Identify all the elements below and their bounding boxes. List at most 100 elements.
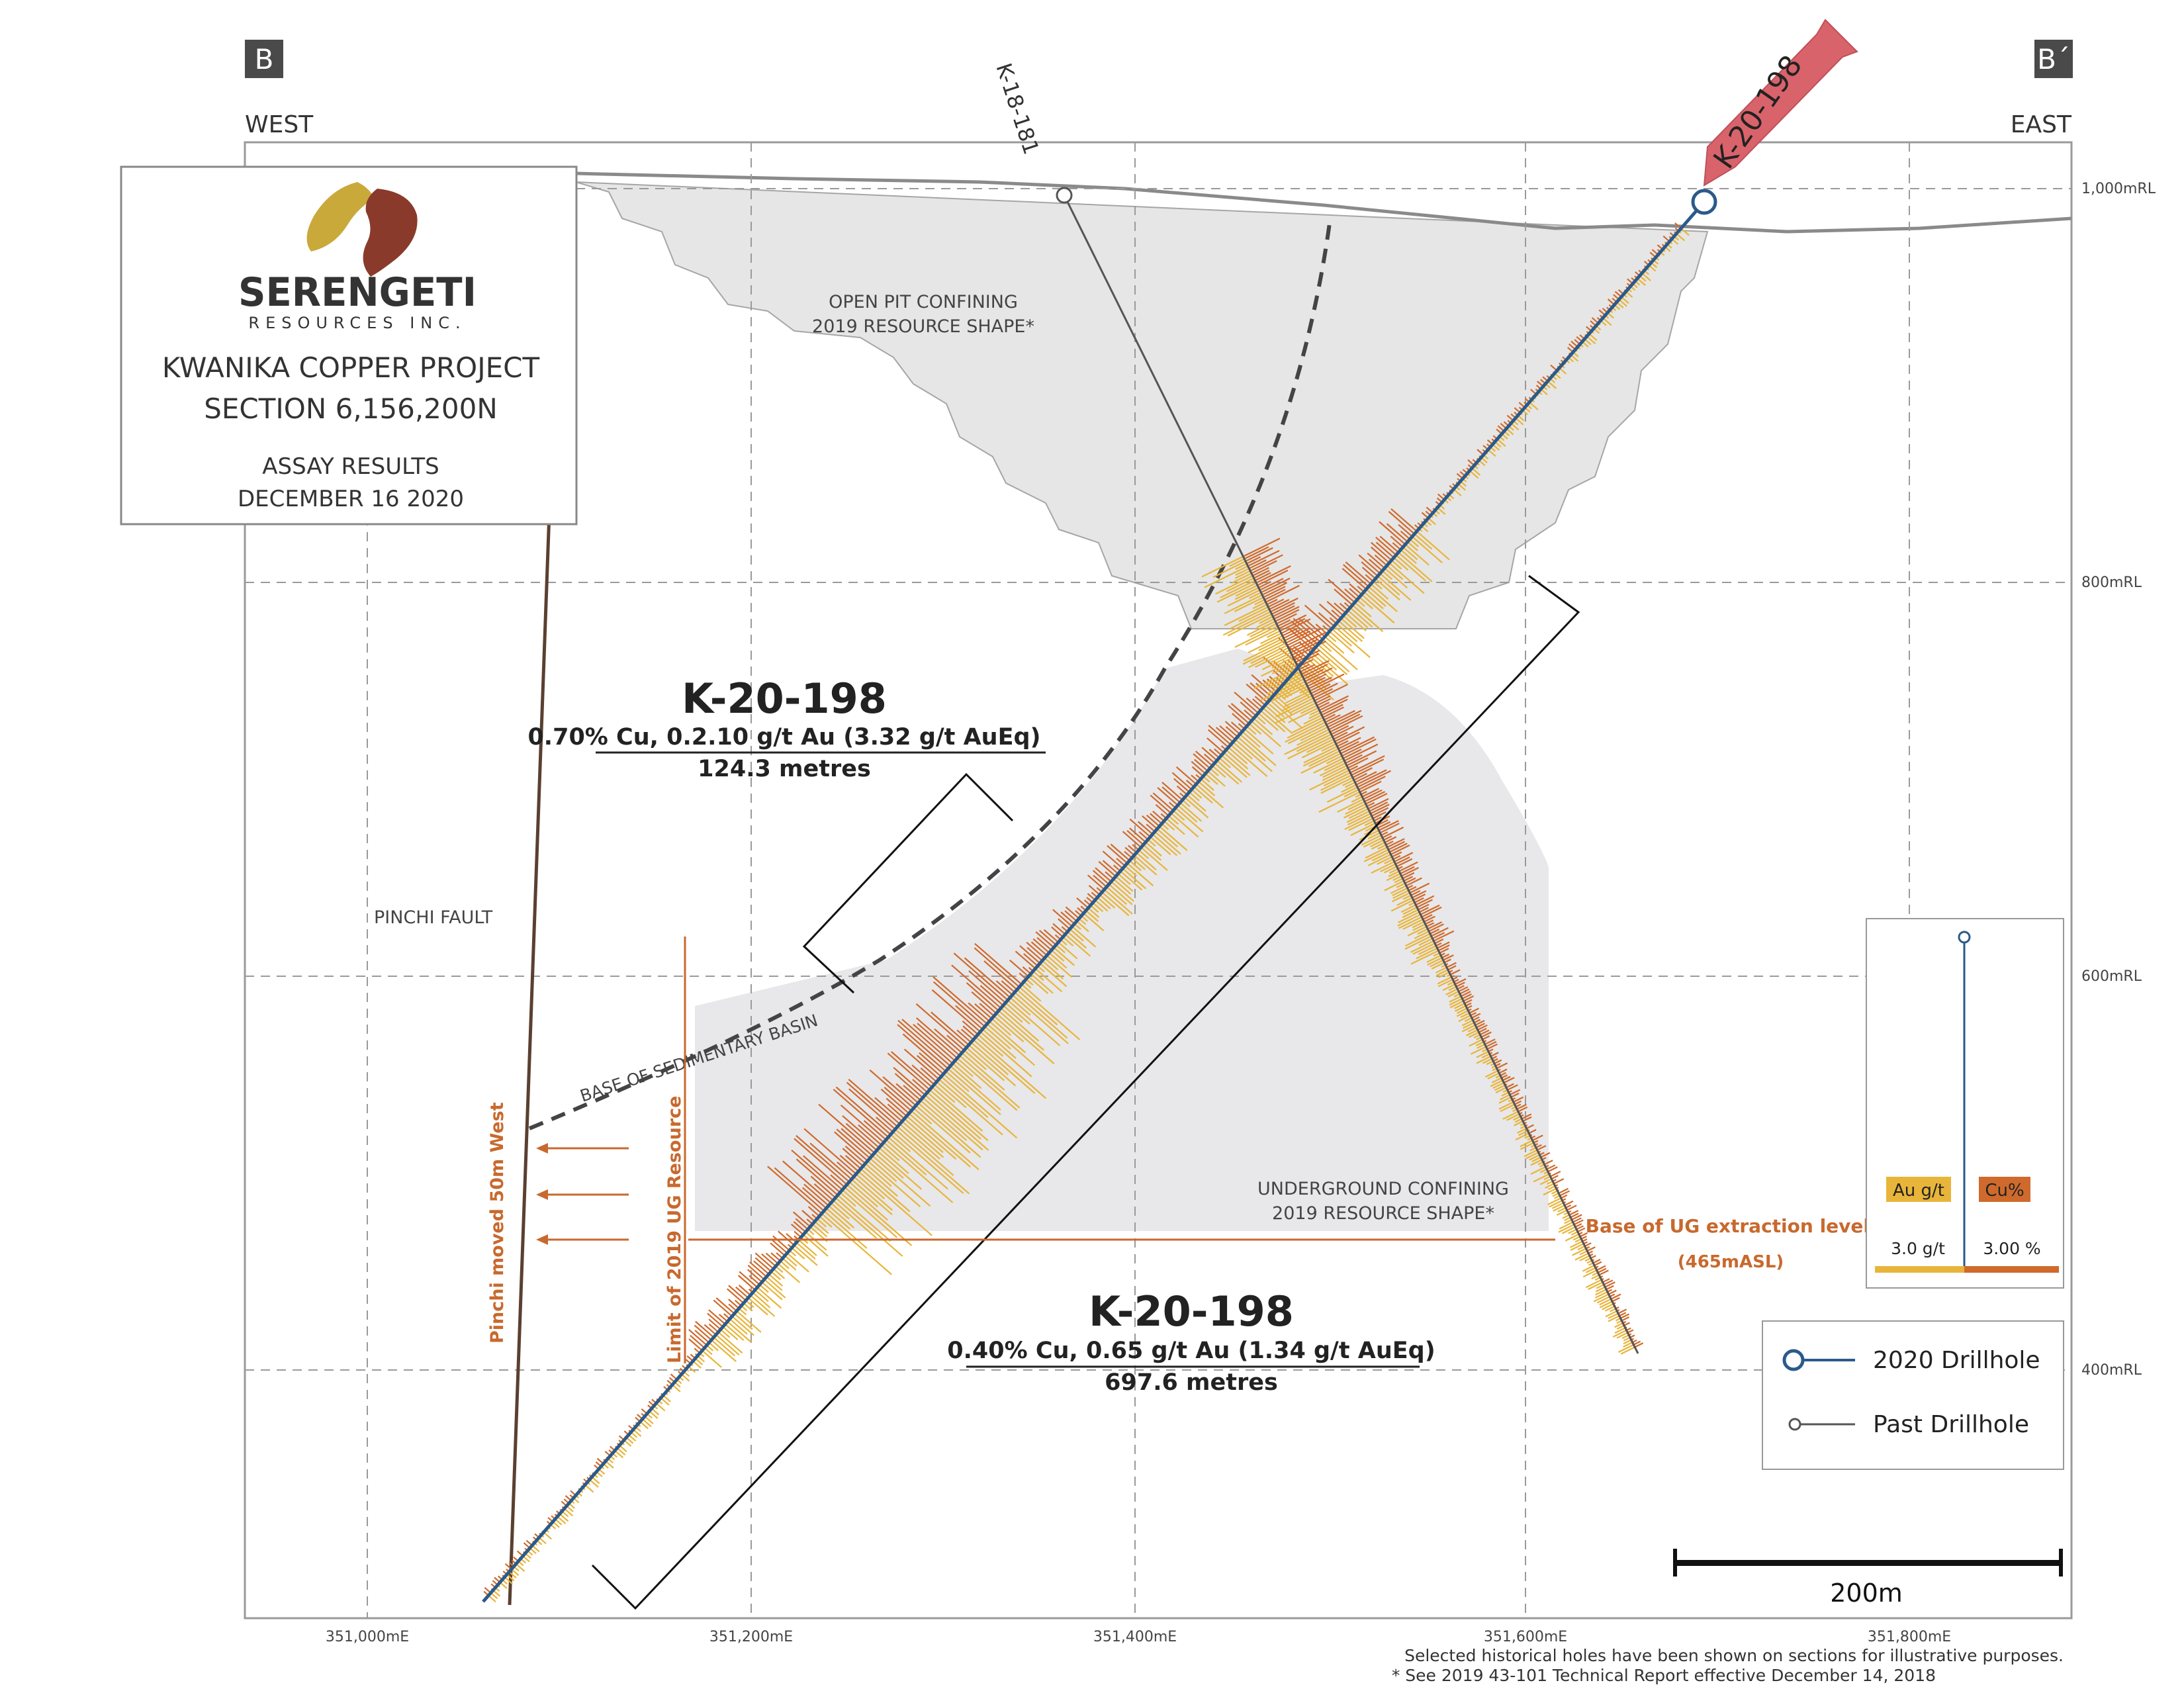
- cu-assay-bar: [1367, 801, 1375, 807]
- au-assay-bar: [1594, 1277, 1600, 1281]
- au-assay-bar: [1170, 812, 1199, 838]
- au-assay-bar: [1255, 715, 1266, 725]
- au-assay-bar: [1067, 931, 1087, 949]
- au-assay-bar: [1343, 788, 1359, 798]
- cu-assay-bar: [1463, 995, 1475, 1002]
- au-assay-bar: [1379, 863, 1396, 872]
- au-assay-bar: [1245, 627, 1281, 646]
- au-assay-bar: [1475, 1041, 1484, 1046]
- au-assay-bar: [1365, 588, 1387, 607]
- au-assay-bar: [1058, 941, 1078, 960]
- cu-assay-bar: [887, 1103, 905, 1120]
- cu-assay-bar: [1277, 613, 1297, 624]
- au-assay-bar: [1391, 892, 1410, 903]
- au-assay-bar: [1173, 809, 1185, 821]
- au-assay-bar: [1547, 381, 1557, 389]
- au-assay-bar: [899, 1123, 941, 1160]
- cu-assay-bar: [1428, 923, 1444, 933]
- cu-assay-bar: [1234, 692, 1259, 714]
- au-assay-bar: [1338, 620, 1363, 642]
- au-assay-bar: [890, 1134, 911, 1152]
- au-assay-bar: [1375, 578, 1400, 601]
- au-assay-bar: [1437, 507, 1446, 515]
- au-assay-bar: [872, 1155, 931, 1207]
- cu-assay-bar: [1347, 757, 1369, 768]
- au-assay-bar: [927, 1091, 981, 1140]
- cu-assay-bar: [839, 1154, 860, 1172]
- au-assay-bar: [1299, 688, 1310, 694]
- new-drillhole-arrow-label: K-20-198: [1707, 50, 1809, 175]
- cu-assay-bar: [1267, 598, 1278, 605]
- au-assay-bar: [1275, 697, 1314, 717]
- au-assay-bar: [1348, 817, 1374, 831]
- au-assay-bar: [1347, 800, 1365, 811]
- au-assay-bar: [1486, 1060, 1493, 1066]
- au-assay-bar: [619, 1445, 627, 1453]
- au-assay-bar: [1115, 876, 1134, 892]
- cu-assay-bar: [1341, 736, 1375, 754]
- au-assay-bar: [605, 1461, 614, 1469]
- au-assay-bar: [1621, 1335, 1628, 1340]
- au-assay-bar: [975, 1036, 1047, 1099]
- au-assay-bar: [1268, 651, 1293, 664]
- cu-assay-bar: [1095, 867, 1112, 883]
- au-assay-bar: [1306, 738, 1335, 753]
- au-assay-bar: [1095, 899, 1109, 912]
- cu-assay-bar: [1171, 772, 1193, 790]
- au-assay-bar: [745, 1300, 754, 1308]
- cu-assay-bar: [1363, 789, 1383, 800]
- au-assay-bar: [860, 1168, 911, 1212]
- au-assay-bar: [1470, 1046, 1486, 1055]
- cu-assay-bar: [846, 1081, 899, 1128]
- cu-assay-bar: [912, 1079, 929, 1093]
- cu-assay-bar: [1332, 725, 1354, 737]
- au-assay-bar: [722, 1326, 739, 1341]
- au-assay-bar: [938, 1078, 1003, 1136]
- underground-label-line2: 2019 RESOURCE SHAPE*: [1272, 1203, 1494, 1224]
- new-drillhole-collar: [1691, 189, 1717, 215]
- cu-assay-bar: [1161, 782, 1183, 801]
- au-assay-bar: [1071, 926, 1097, 948]
- au-assay-bar: [986, 1023, 1035, 1066]
- cu-assay-bar: [933, 976, 988, 1025]
- au-assay-bar: [862, 1165, 898, 1197]
- cu-assay-bar: [1478, 1028, 1487, 1033]
- cu-assay-bar: [1479, 1029, 1490, 1036]
- au-assay-bar: [662, 1394, 671, 1402]
- cu-assay-bar: [974, 947, 1021, 988]
- au-assay-bar: [623, 1440, 632, 1447]
- cu-assay-bar: [1379, 521, 1406, 545]
- au-assay-bar: [1347, 610, 1369, 629]
- au-assay-bar: [1384, 880, 1404, 891]
- au-assay-bar: [1461, 1025, 1476, 1032]
- au-assay-bar: [1288, 707, 1320, 723]
- au-assay-bar: [1435, 966, 1447, 974]
- au-assay-bar: [1053, 946, 1075, 966]
- au-assay-bar: [1554, 1195, 1560, 1199]
- cu-assay-bar: [966, 982, 999, 1012]
- au-assay-bar: [1318, 791, 1361, 813]
- au-assay-bar: [1012, 994, 1069, 1044]
- au-assay-bar: [725, 1324, 745, 1342]
- au-assay-bar: [1386, 873, 1401, 882]
- au-assay-bar: [1539, 1164, 1544, 1167]
- au-assay-bar: [1252, 601, 1267, 610]
- cu-assay-bar: [880, 1088, 910, 1115]
- au-assay-bar: [1284, 692, 1312, 708]
- au-assay-bar: [1150, 836, 1171, 856]
- au-assay-bar: [1616, 1325, 1623, 1330]
- cu-assay-bar: [1275, 609, 1300, 622]
- cu-assay-bar: [688, 1329, 707, 1346]
- au-assay-bar: [1003, 1005, 1023, 1023]
- au-assay-bar: [1147, 839, 1156, 847]
- intercept-upper-length: 124.3 metres: [698, 756, 871, 782]
- cu-assay-bar: [747, 1269, 763, 1283]
- au-assay-bar: [1065, 934, 1091, 957]
- au-assay-bar: [1641, 272, 1651, 281]
- cu-assay-bar: [818, 1103, 876, 1154]
- au-assay-bar: [1449, 995, 1461, 1003]
- company-subname: RESOURCES INC.: [248, 314, 466, 332]
- au-assay-bar: [1365, 846, 1388, 859]
- au-assay-bar: [1599, 1299, 1610, 1306]
- au-assay-bar: [1520, 1123, 1524, 1126]
